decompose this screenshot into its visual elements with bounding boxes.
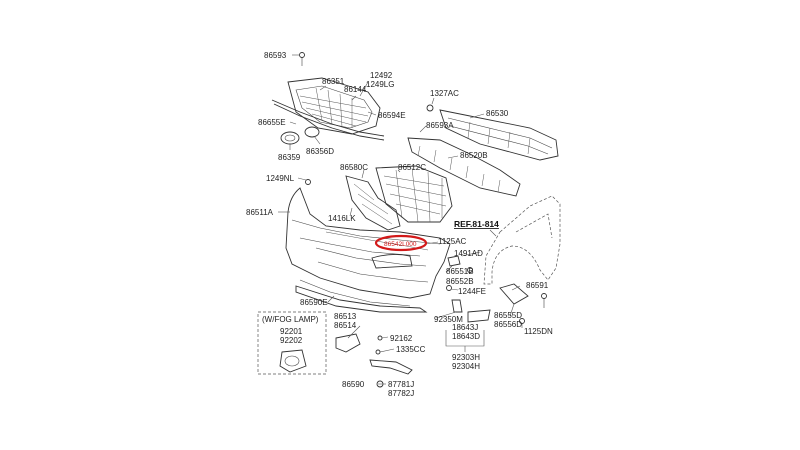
lower-grille-drawing — [375, 165, 453, 223]
part-label-86655e[interactable]: 86655E — [258, 118, 286, 127]
part-label-18643d[interactable]: 18643D — [452, 332, 480, 341]
part-label-92202[interactable]: 92202 — [280, 336, 303, 345]
group-bracket-18643 — [445, 330, 485, 352]
part-label-86590[interactable]: 86590 — [342, 380, 365, 389]
part-label-1335cc[interactable]: 1335CC — [396, 345, 426, 354]
part-label-1249lg[interactable]: 1249LG — [366, 80, 394, 89]
grille-bracket-drawing — [345, 175, 401, 231]
fender-outline-drawing — [483, 195, 561, 285]
part-label-86530[interactable]: 86530 — [486, 109, 509, 118]
part-label-1416lk[interactable]: 1416LK — [328, 214, 356, 223]
bumper-lip-drawing — [295, 285, 428, 313]
part-label-92350m[interactable]: 92350M — [434, 315, 463, 324]
part-label-86593[interactable]: 86593 — [264, 51, 287, 60]
part-label-86552b[interactable]: 86552B — [446, 277, 474, 286]
part-label-92162[interactable]: 92162 — [390, 334, 413, 343]
part-label-86593a[interactable]: 86593A — [426, 121, 454, 130]
part-label-86144[interactable]: 86144 — [344, 85, 367, 94]
part-label-86351[interactable]: 86351 — [322, 77, 345, 86]
fog-lamp-box — [257, 311, 327, 375]
part-label-87782j[interactable]: 87782J — [388, 389, 414, 398]
part-label-86556d[interactable]: 86556D — [494, 320, 522, 329]
part-label-86514[interactable]: 86514 — [334, 321, 357, 330]
part-label-86356d[interactable]: 86356D — [306, 147, 334, 156]
energy-absorber-drawing — [407, 137, 521, 197]
fog-lamp-title: (W/FOG LAMP) — [262, 315, 319, 324]
part-label-1125dn[interactable]: 1125DN — [524, 327, 553, 336]
part-label-1249nl[interactable]: 1249NL — [266, 174, 295, 183]
part-label-1125ac[interactable]: 1125AC — [438, 237, 467, 246]
highlight-ring — [374, 234, 428, 252]
part-label-1327ac[interactable]: 1327AC — [430, 89, 459, 98]
part-label-12492[interactable]: 12492 — [370, 71, 393, 80]
part-label-86594e[interactable]: 86594E — [378, 111, 406, 120]
part-label-86513[interactable]: 86513 — [334, 312, 357, 321]
part-label-86520b[interactable]: 86520B — [460, 151, 488, 160]
part-label-86580c[interactable]: 86580C — [340, 163, 368, 172]
part-label-86555d[interactable]: 86555D — [494, 311, 522, 320]
part-label-87781j[interactable]: 87781J — [388, 380, 414, 389]
ref-label[interactable]: REF.81-814 — [454, 219, 499, 229]
bumper-beam-drawing — [439, 109, 559, 161]
part-label-86590e[interactable]: 86590E — [300, 298, 328, 307]
part-label-86359[interactable]: 86359 — [278, 153, 301, 162]
part-label-86512c[interactable]: 86512C — [398, 163, 426, 172]
part-label-18643j[interactable]: 18643J — [452, 323, 478, 332]
grille-molding-drawing — [271, 99, 385, 141]
part-label-86511a[interactable]: 86511A — [246, 208, 274, 217]
emblem-drawing — [280, 126, 320, 145]
part-label-92304h[interactable]: 92304H — [452, 362, 480, 371]
part-label-86591[interactable]: 86591 — [526, 281, 549, 290]
highlighted-part-label[interactable]: 86542L000 — [384, 241, 417, 248]
part-label-1244fe[interactable]: 1244FE — [458, 287, 486, 296]
part-label-1491ad[interactable]: 1491AD — [454, 249, 483, 258]
part-label-92201[interactable]: 92201 — [280, 327, 303, 336]
part-label-86551b[interactable]: 86551B — [446, 267, 474, 276]
part-label-92303h[interactable]: 92303H — [452, 353, 480, 362]
leader-lines — [278, 54, 523, 385]
bumper-cover-drawing — [285, 187, 451, 307]
